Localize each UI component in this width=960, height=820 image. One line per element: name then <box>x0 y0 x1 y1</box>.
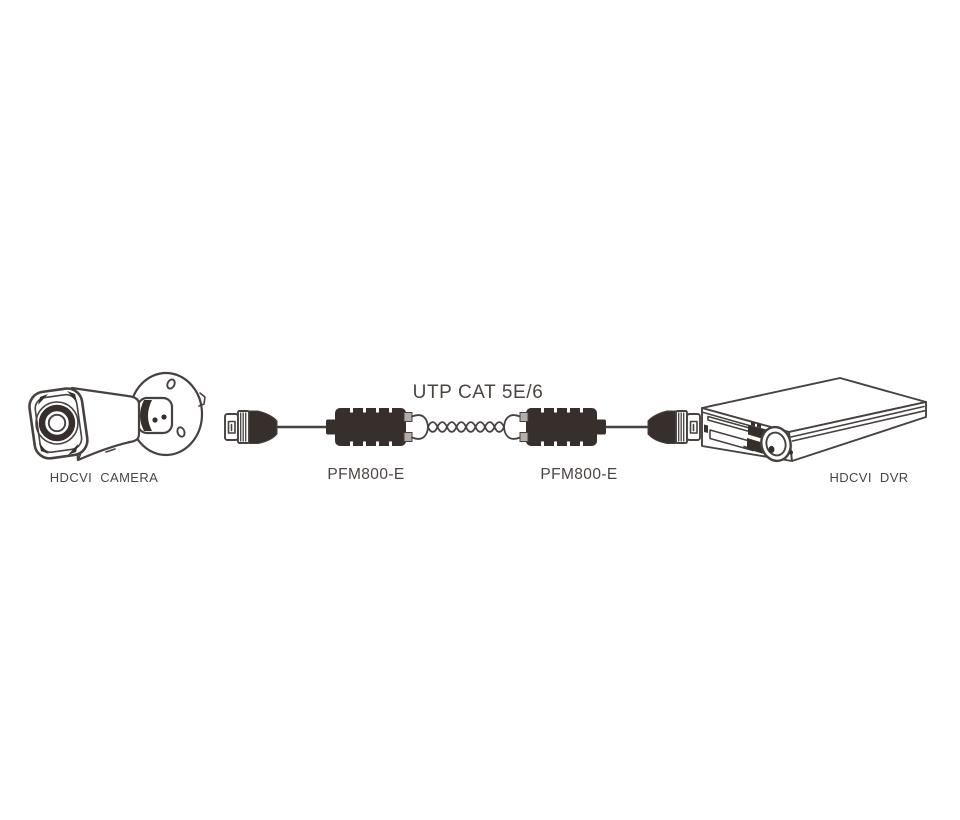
bezel-corner <box>68 444 78 455</box>
bnc-boot <box>647 410 677 444</box>
balun-wire-boot <box>326 419 337 435</box>
dvr-lid-seam <box>790 405 925 438</box>
bezel-corner <box>38 394 48 405</box>
dvr-label: HDCVI DVR <box>829 470 909 485</box>
balun-right-label: PFM800-E <box>540 466 618 483</box>
dvr-dial-dot <box>768 445 775 454</box>
balun-terminal <box>519 412 529 422</box>
bnc-bayonet-slot <box>227 420 236 434</box>
mount-screw-hole <box>166 378 176 390</box>
balun-left-label: PFM800-E <box>327 466 405 483</box>
dvr-ir-dot <box>789 450 793 455</box>
camera-label: HDCVI CAMERA <box>49 470 159 485</box>
bezel-corner <box>67 391 77 402</box>
dvr-jog-dial-inner <box>765 431 787 457</box>
balun-wire-boot <box>595 419 606 435</box>
lens-outer-ring <box>35 401 79 445</box>
mount-screw-hole <box>176 426 186 438</box>
lens-inner-ring <box>47 413 67 433</box>
balun-terminal <box>403 432 413 442</box>
bnc-connector-right-icon <box>647 410 701 444</box>
balun-terminal <box>403 412 413 422</box>
bracket-pin <box>161 414 167 420</box>
mount-plate-notch <box>198 392 206 407</box>
cable-type-label: UTP CAT 5E/6 <box>412 382 544 403</box>
bnc-boot <box>248 410 278 444</box>
bracket-pin <box>152 417 158 423</box>
lens-dark-ring <box>38 404 76 442</box>
bnc-connector-left-icon <box>224 410 278 444</box>
video-balun-left-icon <box>326 408 413 446</box>
bnc-collar-ribs <box>678 412 685 442</box>
bullet-camera-icon <box>28 371 206 462</box>
balun-terminal <box>519 432 529 442</box>
twisted-pair-cable-icon <box>411 414 521 440</box>
bezel-corner <box>39 443 49 454</box>
dvr-button <box>751 421 755 427</box>
balun-body <box>526 408 597 446</box>
bracket-shadow <box>140 400 152 431</box>
dvr-top-mark <box>707 403 719 408</box>
dvr-icon <box>701 377 927 463</box>
dvr-lid-seam <box>791 410 926 442</box>
dvr-button <box>757 423 761 429</box>
dvr-power-led <box>704 424 708 433</box>
bnc-collar-ribs <box>240 412 247 442</box>
camera-body-lip <box>105 448 116 453</box>
balun-body <box>335 408 406 446</box>
video-balun-right-icon <box>519 408 606 446</box>
bnc-bayonet-slot <box>689 420 698 434</box>
camera-body <box>70 386 141 462</box>
